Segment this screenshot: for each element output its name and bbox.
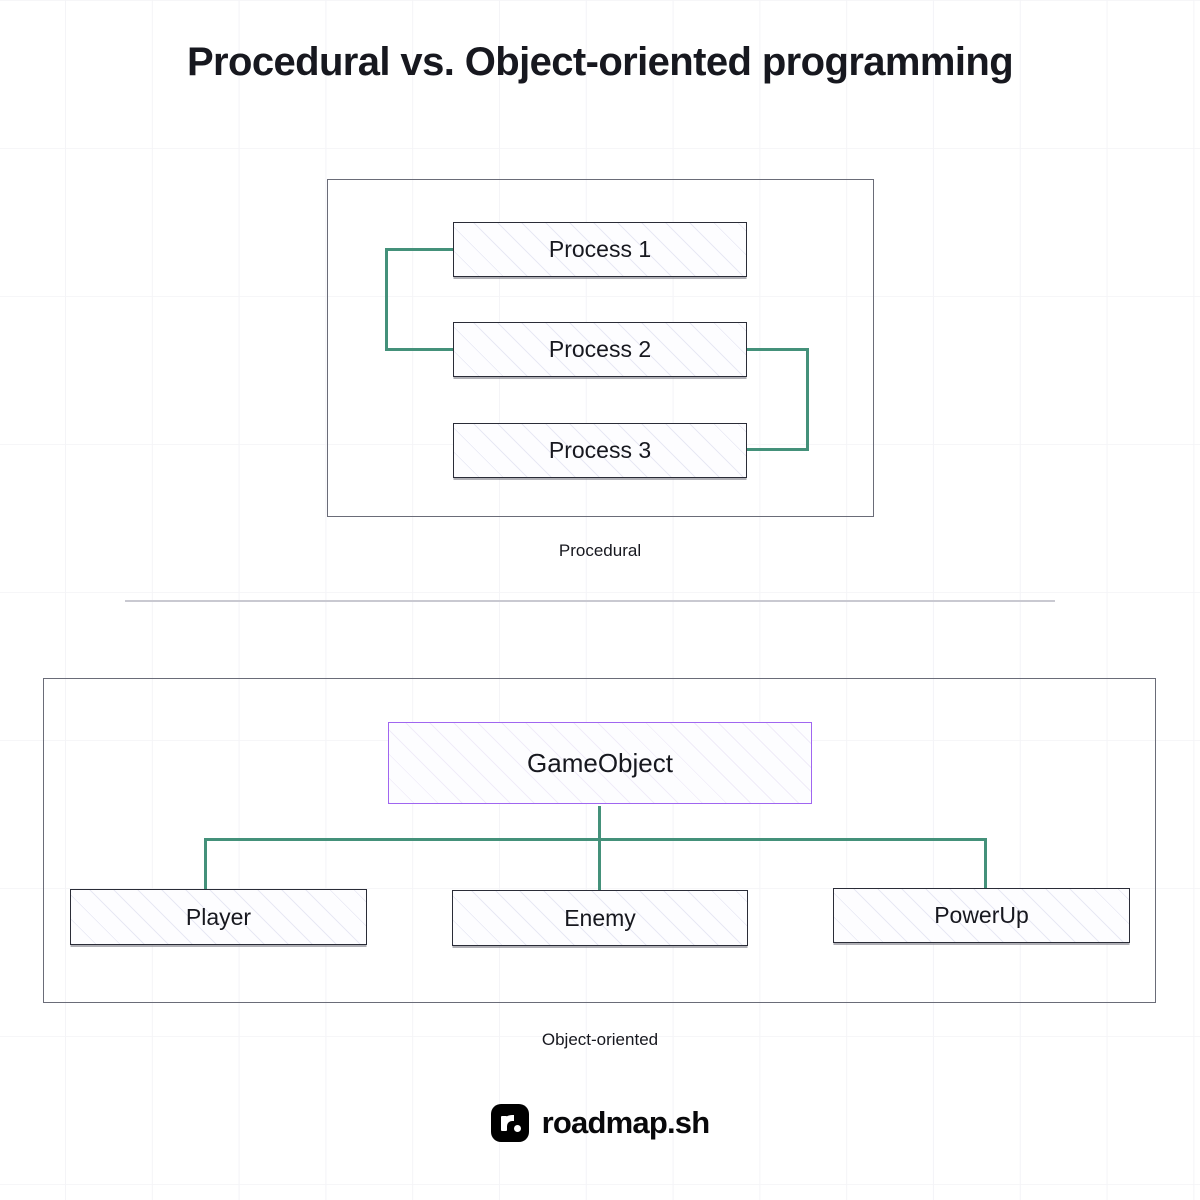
brand-name: roadmap.sh [541,1105,711,1140]
oop-caption: Object-oriented [541,1030,659,1049]
node-process-2-label: Process 2 [548,336,652,362]
roadmap-logo-icon [490,1104,529,1142]
node-process-2[interactable]: Process 2 [453,322,747,377]
connector-p2-horizontal-left [385,348,455,351]
logo-r-stem [500,1116,508,1131]
connector-drop-powerup [984,838,987,890]
node-enemy[interactable]: Enemy [452,890,748,946]
connector-drop-player [204,838,207,890]
footer-brand: roadmap.sh [0,1104,1200,1142]
node-gameobject-label: GameObject [527,747,673,778]
oop-group-frame [43,678,1156,1003]
procedural-caption: Procedural [558,541,642,560]
connector-root-drop [598,806,601,839]
node-process-1-label: Process 1 [548,236,652,262]
node-player[interactable]: Player [70,889,367,945]
connector-p3-horizontal [747,448,809,451]
node-process-3[interactable]: Process 3 [453,423,747,478]
connector-right-vertical [806,348,809,451]
connector-left-vertical [385,248,388,351]
node-player-label: Player [185,903,252,930]
node-powerup[interactable]: PowerUp [833,888,1130,943]
node-gameobject[interactable]: GameObject [388,722,812,804]
page-title: Procedural vs. Object-oriented programmi… [186,40,1014,84]
connector-drop-enemy [598,838,601,890]
node-powerup-label: PowerUp [934,902,1029,928]
node-process-3-label: Process 3 [548,437,652,463]
logo-dot [513,1125,521,1132]
connector-p1-horizontal [385,248,455,251]
section-divider [125,600,1055,602]
connector-p2-horizontal-right [747,348,809,351]
node-process-1[interactable]: Process 1 [453,222,747,277]
connector-tree-bus [204,838,987,841]
node-enemy-label: Enemy [564,904,636,931]
procedural-group-frame [327,179,874,517]
